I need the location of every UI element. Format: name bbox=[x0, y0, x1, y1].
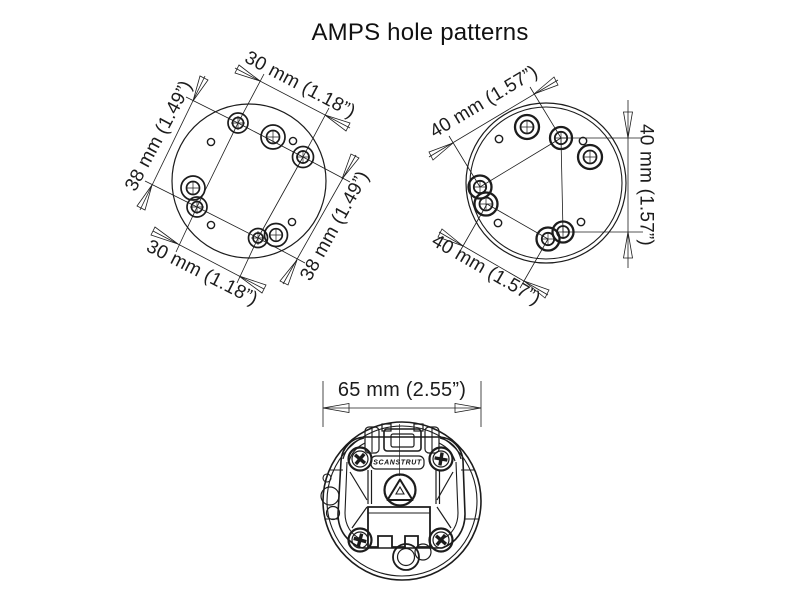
device-cable-ports bbox=[392, 543, 432, 571]
plate-30x38-mounting-holes bbox=[180, 112, 315, 249]
plate-30x38 bbox=[136, 64, 360, 294]
plate-30x38-pilot-holes bbox=[206, 136, 298, 230]
device-latch bbox=[364, 423, 440, 476]
device-figure bbox=[320, 381, 482, 581]
device-logo-plate bbox=[370, 455, 425, 470]
dim-label-40mm-right: 40 mm (1.57”) bbox=[635, 124, 657, 246]
plate-40x40-inner-rim bbox=[469, 106, 623, 260]
page-title: AMPS hole patterns bbox=[311, 19, 529, 46]
device-bottom-plate bbox=[367, 506, 431, 548]
device-dimension-lines bbox=[322, 381, 482, 427]
device-body bbox=[337, 436, 466, 549]
plate-40x40-mounting-holes bbox=[467, 113, 604, 252]
plate-30x38-center-lines bbox=[196, 122, 304, 239]
device-rim-details bbox=[320, 469, 479, 521]
device-emblem bbox=[383, 473, 417, 507]
plate-40x40-outline bbox=[465, 102, 627, 264]
plate-40x40-pilot-holes bbox=[493, 134, 588, 228]
dim-label-65mm: 65 mm (2.55”) bbox=[337, 379, 467, 401]
scanstrut-logo-text: SCANSTRUT bbox=[373, 459, 422, 466]
device-inner-rim bbox=[326, 425, 478, 577]
plate-30x38-dimension-lines bbox=[136, 64, 360, 294]
plate-40x40 bbox=[428, 76, 643, 299]
plate-40x40-dimension-lines bbox=[428, 76, 643, 299]
